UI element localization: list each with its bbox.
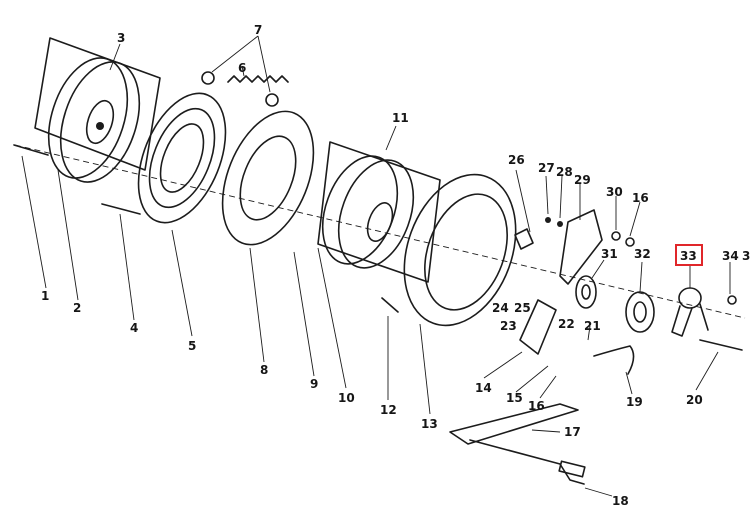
part-27-pin bbox=[545, 217, 551, 223]
label-3: 3 bbox=[117, 31, 125, 45]
part-26-clip bbox=[514, 228, 534, 250]
label-13: 13 bbox=[421, 417, 438, 431]
label-6: 6 bbox=[238, 61, 246, 75]
part-1-bolt bbox=[13, 144, 49, 156]
label-24: 24 bbox=[492, 301, 509, 315]
part-6-spring bbox=[201, 71, 289, 107]
part-28-pin bbox=[557, 221, 563, 227]
label-9: 9 bbox=[310, 377, 318, 391]
label-16-upper: 16 bbox=[632, 191, 649, 205]
label-31: 31 bbox=[601, 247, 618, 261]
label-33: 33 bbox=[680, 249, 697, 263]
label-29: 29 bbox=[574, 173, 591, 187]
part-31-bearing bbox=[575, 275, 597, 309]
label-21: 21 bbox=[584, 319, 601, 333]
label-7: 7 bbox=[254, 23, 262, 37]
label-35-partial: 3 bbox=[742, 249, 750, 263]
label-26: 26 bbox=[508, 153, 525, 167]
label-18: 18 bbox=[612, 494, 629, 508]
label-28: 28 bbox=[556, 165, 573, 179]
label-25: 25 bbox=[514, 301, 531, 315]
part-29-lever bbox=[559, 209, 603, 285]
label-2: 2 bbox=[73, 301, 81, 315]
part-1-2-flywheel bbox=[47, 57, 141, 183]
label-23: 23 bbox=[500, 319, 517, 333]
part-20-rod bbox=[699, 339, 743, 351]
label-30: 30 bbox=[606, 185, 623, 199]
leader-lines bbox=[21, 35, 731, 497]
label-11: 11 bbox=[392, 111, 409, 125]
label-17: 17 bbox=[564, 425, 581, 439]
part-30-nut bbox=[611, 231, 621, 241]
part-32-release-sleeve bbox=[625, 291, 655, 333]
part-12-bolt bbox=[381, 297, 399, 313]
label-19: 19 bbox=[626, 395, 643, 409]
label-33-highlight-box bbox=[675, 244, 703, 266]
label-8: 8 bbox=[260, 363, 268, 377]
part-18-pedal-lever bbox=[449, 403, 586, 485]
part-13-pressure-plate bbox=[403, 173, 517, 327]
part-5-pressure-cover bbox=[137, 92, 227, 224]
shaft-axis-line bbox=[14, 144, 746, 319]
part-19-cable bbox=[593, 345, 635, 375]
label-32: 32 bbox=[634, 247, 651, 261]
label-12: 12 bbox=[380, 403, 397, 417]
label-1: 1 bbox=[41, 289, 49, 303]
label-14: 14 bbox=[475, 381, 492, 395]
label-16-lower: 16 bbox=[528, 399, 545, 413]
part-34-washer bbox=[727, 295, 737, 305]
label-22: 22 bbox=[558, 317, 575, 331]
label-10: 10 bbox=[338, 391, 355, 405]
part-33-release-fork bbox=[671, 287, 709, 337]
label-4: 4 bbox=[130, 321, 138, 335]
label-34: 34 bbox=[722, 249, 739, 263]
label-15: 15 bbox=[506, 391, 523, 405]
label-27: 27 bbox=[538, 161, 555, 175]
label-5: 5 bbox=[188, 339, 196, 353]
part-9-10-drive-plate bbox=[321, 155, 415, 269]
part-14-bracket bbox=[519, 299, 557, 355]
label-20: 20 bbox=[686, 393, 703, 407]
part-16-nut-upper bbox=[625, 237, 635, 247]
part-4-pin bbox=[101, 203, 141, 215]
part-8-friction-disc bbox=[221, 110, 315, 246]
